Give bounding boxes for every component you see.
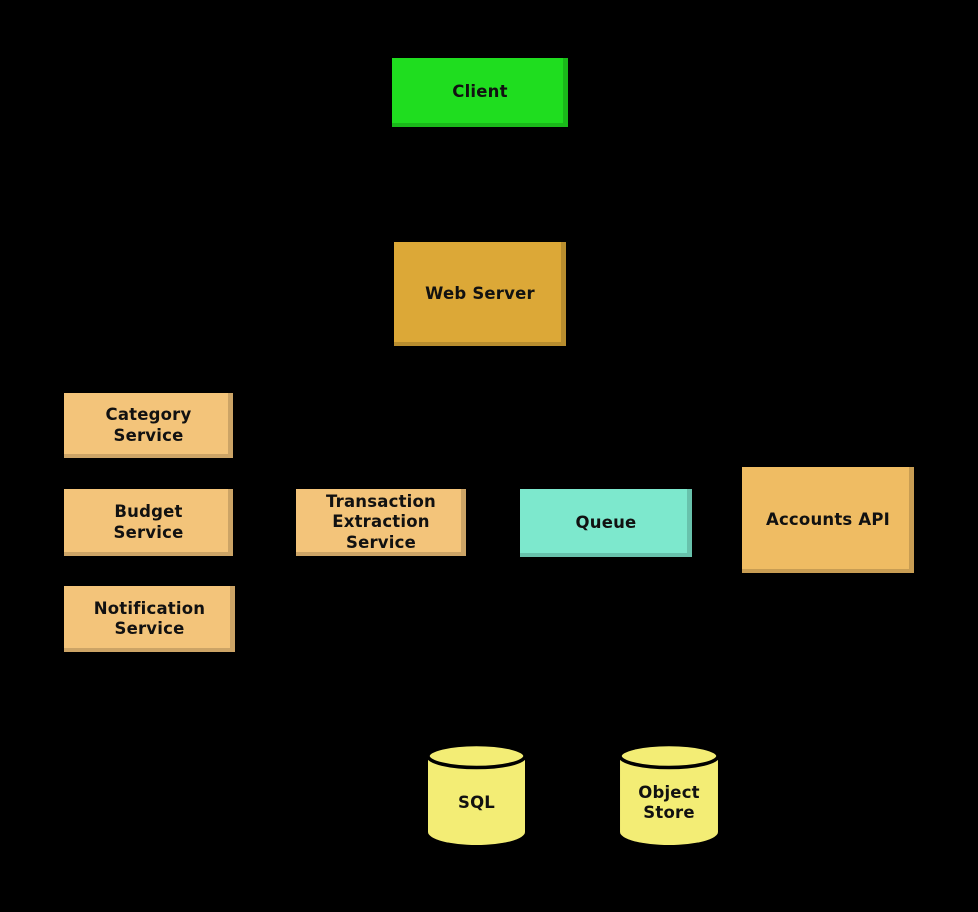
node-queue: Queue xyxy=(520,489,692,557)
node-sql-database: SQL xyxy=(426,742,527,848)
node-accounts-api: Accounts API xyxy=(742,467,914,573)
node-budget-service-label: Budget Service xyxy=(113,502,184,542)
node-notification-service: Notification Service xyxy=(64,586,235,652)
database-cylinder-icon xyxy=(618,742,720,845)
node-object-store: Object Store xyxy=(618,742,720,848)
node-object-store-label: Object Store xyxy=(638,782,700,822)
node-web-server: Web Server xyxy=(394,242,566,346)
node-budget-service: Budget Service xyxy=(64,489,233,556)
node-category-service-label: Category Service xyxy=(105,405,192,445)
node-transaction-extraction-service-label: Transaction Extraction Service xyxy=(325,492,437,552)
node-category-service: Category Service xyxy=(64,393,233,458)
node-web-server-label: Web Server xyxy=(425,283,535,303)
node-sql-label: SQL xyxy=(457,792,496,812)
node-transaction-extraction-service: Transaction Extraction Service xyxy=(296,489,466,556)
node-client: Client xyxy=(392,58,568,127)
node-queue-label: Queue xyxy=(575,512,637,532)
database-cylinder-icon xyxy=(426,742,527,845)
node-accounts-api-label: Accounts API xyxy=(765,509,890,529)
node-notification-service-label: Notification Service xyxy=(93,598,206,638)
node-client-label: Client xyxy=(452,82,508,102)
